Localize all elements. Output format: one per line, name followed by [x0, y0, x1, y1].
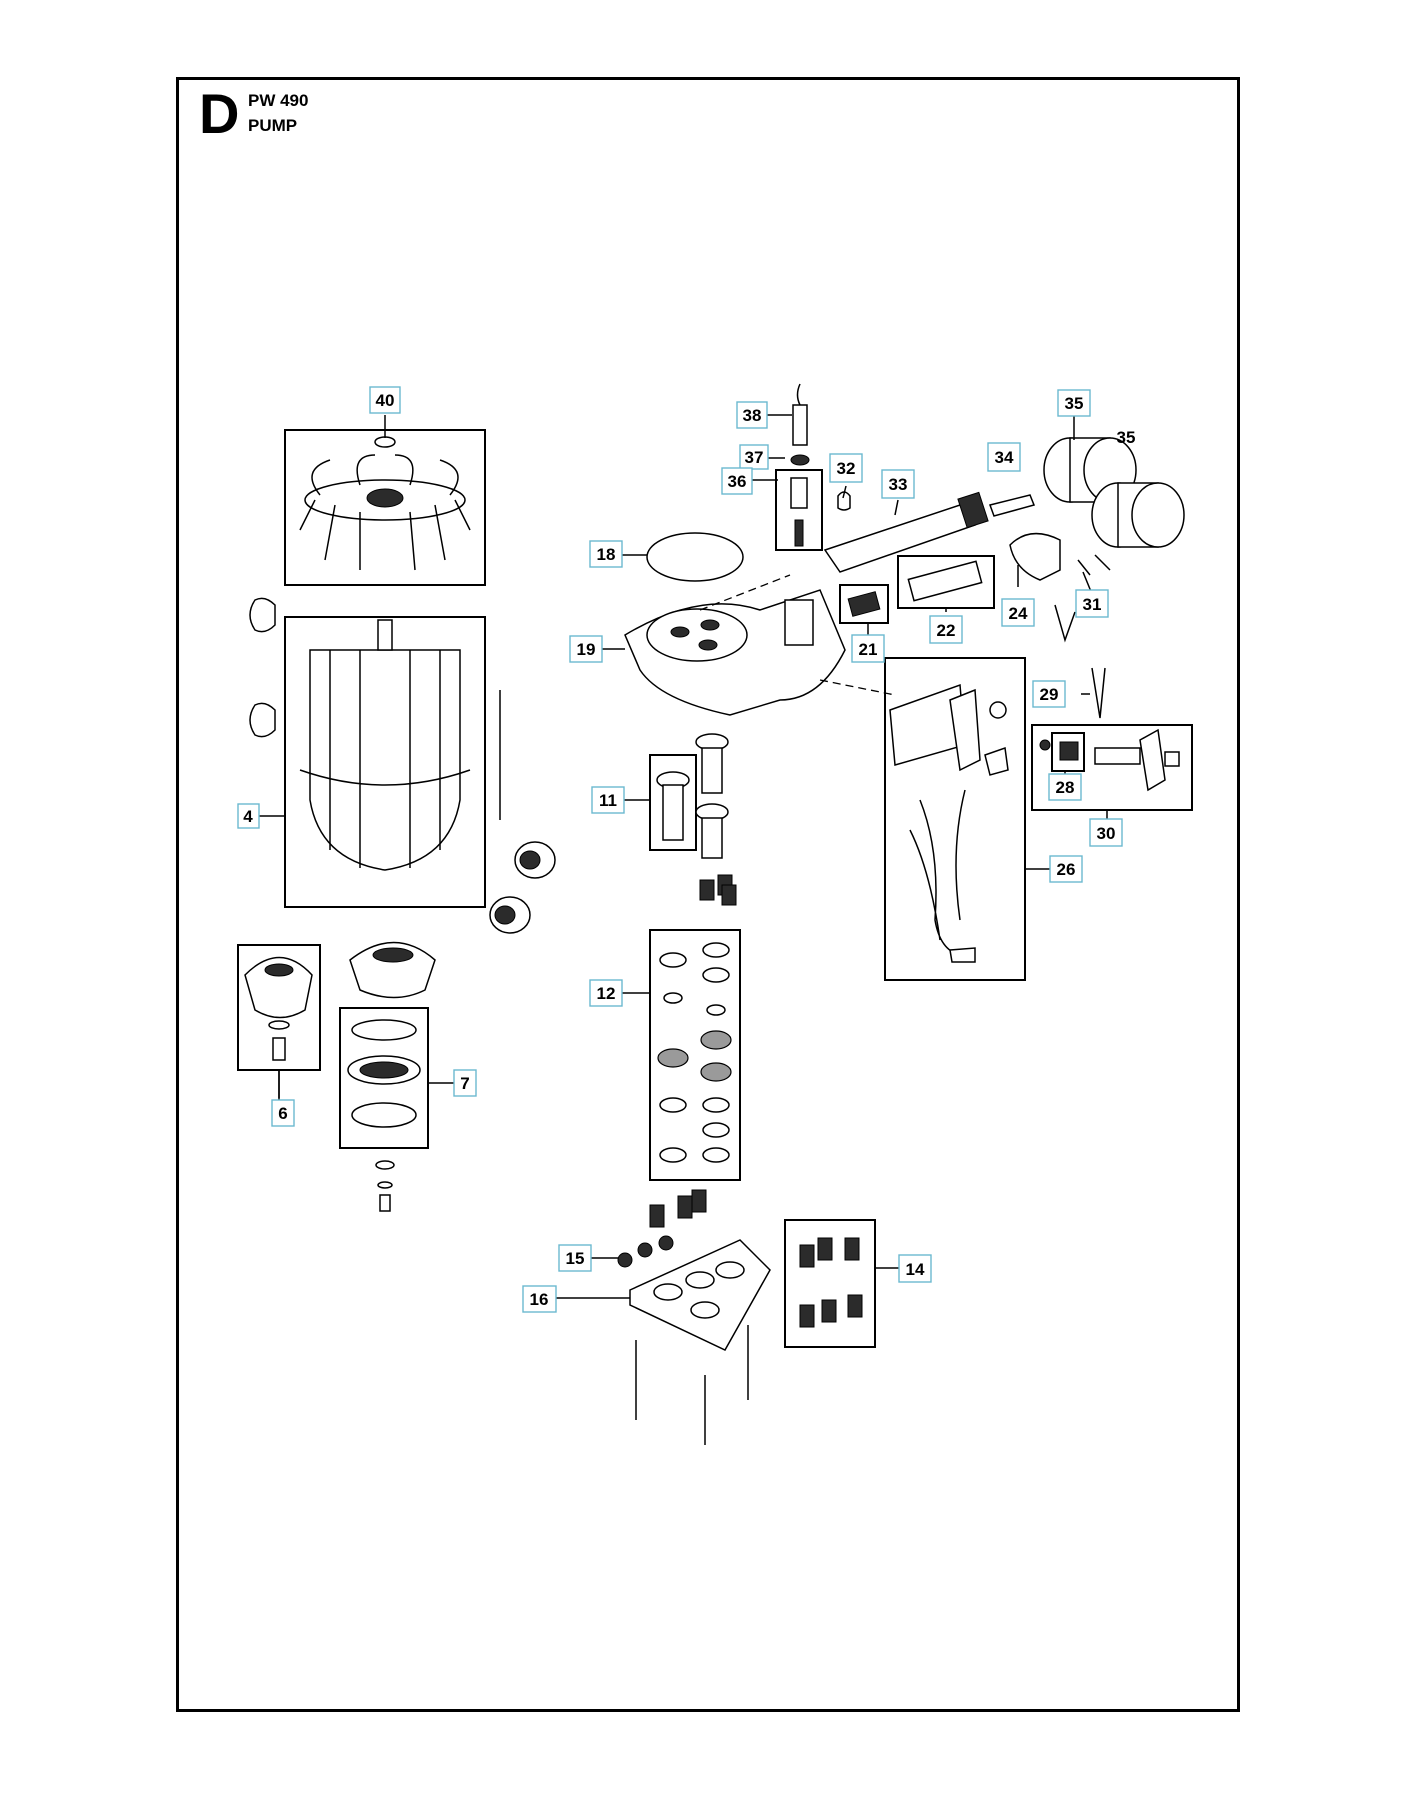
callout-21: 21 [851, 634, 885, 663]
svg-text:38: 38 [743, 406, 762, 425]
page-frame [176, 77, 1240, 1712]
section-name: PUMP [248, 116, 298, 135]
callout-14: 14 [898, 1254, 932, 1283]
svg-text:4: 4 [243, 807, 253, 826]
svg-text:26: 26 [1057, 860, 1076, 879]
svg-text:37: 37 [745, 448, 764, 467]
svg-text:32: 32 [837, 459, 856, 478]
callout-26: 26 [1049, 855, 1083, 883]
callout-15: 15 [558, 1244, 592, 1272]
callout-37: 37 [739, 444, 769, 470]
switch-assembly-26 [884, 657, 1026, 981]
callout-34: 34 [987, 442, 1021, 472]
svg-text:16: 16 [530, 1290, 549, 1309]
callout-11: 11 [591, 786, 625, 814]
callout-4: 4 [237, 803, 260, 829]
bearing-assembly-7 [339, 941, 436, 1212]
callout-19: 19 [569, 635, 603, 663]
callout-38: 38 [736, 401, 768, 429]
callout-7: 7 [453, 1069, 477, 1097]
svg-text:36: 36 [728, 472, 747, 491]
svg-text:33: 33 [889, 475, 908, 494]
callout-18: 18 [589, 540, 623, 568]
seal-kit-12 [649, 929, 741, 1228]
fan-part [284, 429, 486, 586]
svg-text:11: 11 [599, 791, 617, 810]
svg-text:14: 14 [906, 1260, 925, 1279]
callout-6: 6 [271, 1099, 295, 1127]
svg-text:31: 31 [1083, 595, 1102, 614]
motor-part [249, 597, 556, 934]
piston-parts-11 [649, 733, 737, 906]
callout-28: 28 [1048, 773, 1082, 801]
callout-36: 36 [721, 467, 753, 495]
section-model: PW 490 [248, 91, 309, 110]
pin-29 [1091, 667, 1106, 719]
callout-22: 22 [929, 615, 963, 644]
shaft-and-wheels [823, 437, 1185, 643]
callout-40: 40 [369, 386, 401, 414]
manifold-16 [617, 1235, 771, 1445]
svg-text:40: 40 [376, 391, 395, 410]
o-ring-18 [646, 532, 744, 582]
callout-24: 24 [1001, 598, 1035, 627]
label-35-second: 35 [1117, 428, 1136, 447]
svg-text:19: 19 [577, 640, 596, 659]
svg-text:22: 22 [937, 621, 956, 640]
svg-text:24: 24 [1009, 604, 1028, 623]
svg-text:28: 28 [1056, 778, 1075, 797]
tube-parts [775, 383, 823, 551]
valve-kit-14 [784, 1219, 876, 1348]
svg-text:30: 30 [1097, 824, 1116, 843]
callout-35: 35 [1057, 389, 1091, 417]
callout-29: 29 [1032, 680, 1066, 708]
svg-text:6: 6 [278, 1104, 287, 1123]
svg-text:21: 21 [859, 640, 878, 659]
section-letter: D [199, 82, 240, 145]
callout-30: 30 [1089, 818, 1123, 847]
callout-31: 31 [1075, 589, 1109, 618]
callout-16: 16 [522, 1285, 557, 1313]
svg-text:15: 15 [566, 1249, 585, 1268]
callout-32: 32 [829, 453, 863, 483]
valve-assembly-30 [1031, 724, 1193, 811]
svg-text:35: 35 [1065, 394, 1084, 413]
callout-12: 12 [589, 979, 623, 1007]
valve-parts-21-22 [839, 555, 995, 624]
svg-text:29: 29 [1040, 685, 1059, 704]
svg-text:7: 7 [460, 1074, 469, 1093]
svg-text:18: 18 [597, 545, 616, 564]
callout-33: 33 [881, 469, 915, 499]
svg-text:34: 34 [995, 448, 1014, 467]
svg-text:12: 12 [597, 984, 616, 1003]
pump-head-19 [624, 574, 896, 716]
